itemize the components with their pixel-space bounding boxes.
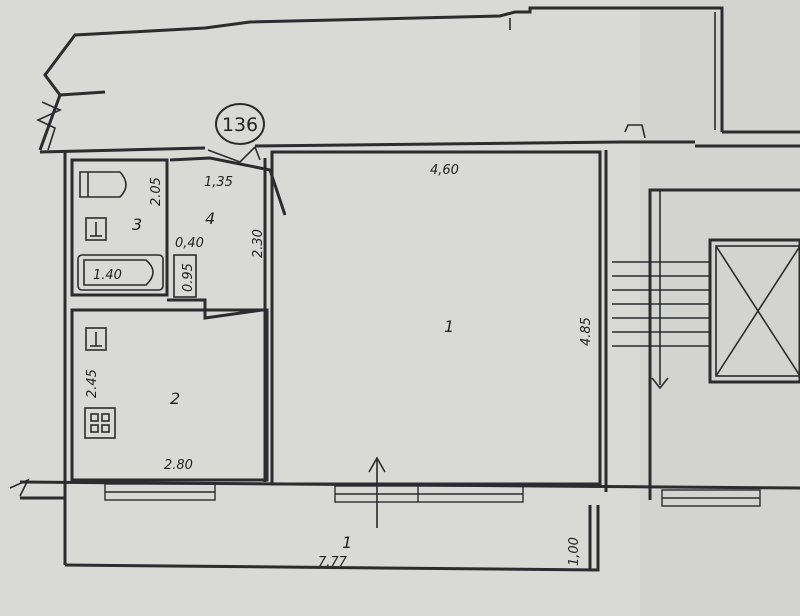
dim-bath-length: 1.40 <box>93 268 122 283</box>
kitchen-sink-icon <box>85 327 107 351</box>
upper-outline <box>36 6 800 151</box>
room-2-label: 2 <box>170 389 180 408</box>
dim-niche-depth: 0.95 <box>181 263 196 292</box>
balcony-label: 1 <box>342 533 352 552</box>
room-1-label: 1 <box>444 317 454 336</box>
dim-room1-width: 4,60 <box>430 163 459 178</box>
dim-balcony-depth: 1,00 <box>567 537 582 566</box>
entry-door <box>207 146 261 163</box>
dim-hall-width: 1,35 <box>204 175 233 190</box>
flat-number: 136 <box>222 114 258 136</box>
dim-room3-depth: 2.05 <box>149 177 164 206</box>
room-3-label: 3 <box>132 215 142 234</box>
windows <box>104 483 761 507</box>
flat-number-badge: 136 <box>215 103 265 145</box>
entry-arrow <box>368 456 386 528</box>
toilet-icon <box>79 171 127 198</box>
dim-balcony-length: 7.77 <box>318 555 348 570</box>
interior-walls <box>70 150 608 492</box>
bathtub-icon <box>77 254 164 291</box>
dim-niche-width: 0,40 <box>175 236 204 251</box>
stove-icon <box>84 407 116 439</box>
dim-hall-depth: 2.30 <box>251 229 266 258</box>
dim-room2-depth: 2.45 <box>85 369 100 398</box>
sink-icon <box>85 217 107 241</box>
room-4-label: 4 <box>205 209 215 228</box>
dim-room2-width: 2.80 <box>164 458 193 473</box>
dim-room1-depth: 4.85 <box>579 317 594 346</box>
stairwell <box>612 188 800 500</box>
